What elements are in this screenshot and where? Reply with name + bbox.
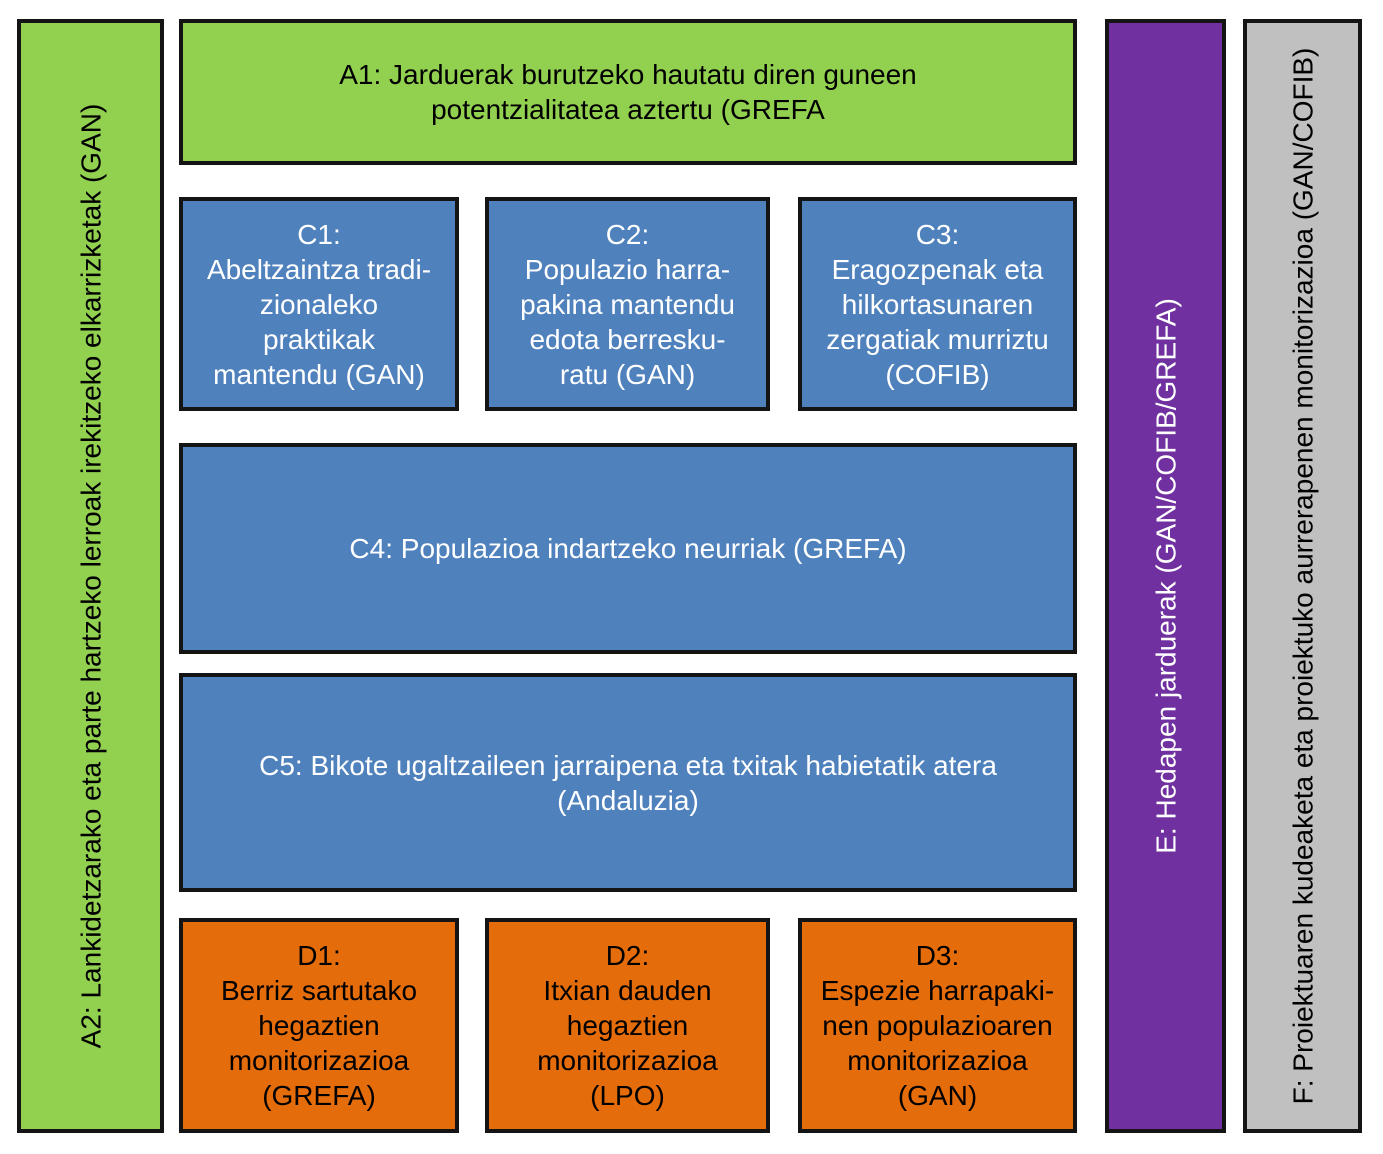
box-d3-line: Espezie harrapaki- [820,975,1055,1006]
box-c2-line: C2: [605,218,650,250]
box-a1-line: potentzialitatea aztertu (GREFA [431,94,825,125]
box-c3-line: C3: [915,218,960,250]
box-c2: C2: Populazio harra- pakina mantendu edo… [485,197,770,411]
box-d3-line: monitorizazioa [847,1045,1028,1076]
box-d3-line: D3: [915,940,960,971]
box-e-label: E: Hedapen jarduerak (GAN/COFIB/GREFA) [1150,298,1181,854]
box-c2-line: edota berresku- [529,323,726,355]
box-d2-line: Itxian dauden [543,975,712,1006]
box-a1-line: A1: Jarduerak burutzeko hautatu diren gu… [339,59,917,90]
box-e: E: Hedapen jarduerak (GAN/COFIB/GREFA) [1105,19,1226,1133]
box-d1: D1: Berriz sartutako hegaztien monitoriz… [179,918,459,1133]
box-d2-line: monitorizazioa [537,1045,718,1076]
box-a1: A1: Jarduerak burutzeko hautatu diren gu… [179,19,1077,165]
box-c5-line: C5: Bikote ugaltzaileen jarraipena eta t… [259,749,997,781]
box-d2: D2: Itxian dauden hegaztien monitorizazi… [485,918,770,1133]
box-d1-line: monitorizazioa [228,1045,410,1076]
box-c4-line: C4: Populazioa indartzeko neurriak (GREF… [349,533,907,564]
box-f-label: F: Proiektuaren kudeaketa eta proiektuko… [1287,47,1318,1105]
box-d1-line: (GREFA) [262,1080,376,1111]
box-c2-line: Populazio harra- [524,253,731,285]
box-c5-line: (Andaluzia) [557,784,699,816]
box-c1-line: zionaleko [259,288,379,320]
box-c1-line: mantendu (GAN) [213,358,425,390]
box-c3-line: hilkortasunaren [841,288,1034,320]
box-d3-line: (GAN) [897,1080,978,1111]
box-d2-line: D2: [605,940,650,971]
box-c3-line: Eragozpenak eta [831,253,1044,285]
box-d2-line: (LPO) [590,1080,665,1111]
box-c1: C1: Abeltzaintza tradi- zionaleko prakti… [179,197,459,411]
box-c2-line: pakina mantendu [520,288,735,320]
box-f: F: Proiektuaren kudeaketa eta proiektuko… [1243,19,1362,1133]
box-c1-line: Abeltzaintza tradi- [206,253,432,285]
box-c1-line: praktikak [262,323,376,355]
box-c2-line: ratu (GAN) [559,358,696,390]
box-d1-line: Berriz sartutako [220,975,418,1006]
box-d1-line: hegaztien [258,1010,380,1041]
box-c3: C3: Eragozpenak eta hilkortasunaren zerg… [798,197,1077,411]
box-d2-line: hegaztien [566,1010,689,1041]
box-a2: A2: Lankidetzarako eta parte hartzeko le… [17,19,164,1133]
box-c3-line: zergatiak murriztu [826,323,1049,355]
box-a2-label: A2: Lankidetzarako eta parte hartzeko le… [75,103,106,1049]
box-c1-line: C1: [297,218,341,250]
box-c3-line: (COFIB) [885,358,990,390]
box-d3: D3: Espezie harrapaki- nen populazioaren… [798,918,1077,1133]
box-c4: C4: Populazioa indartzeko neurriak (GREF… [179,443,1077,654]
box-c5: C5: Bikote ugaltzaileen jarraipena eta t… [179,673,1077,892]
box-d3-line: nen populazioaren [822,1010,1053,1041]
box-d1-line: D1: [297,940,341,971]
